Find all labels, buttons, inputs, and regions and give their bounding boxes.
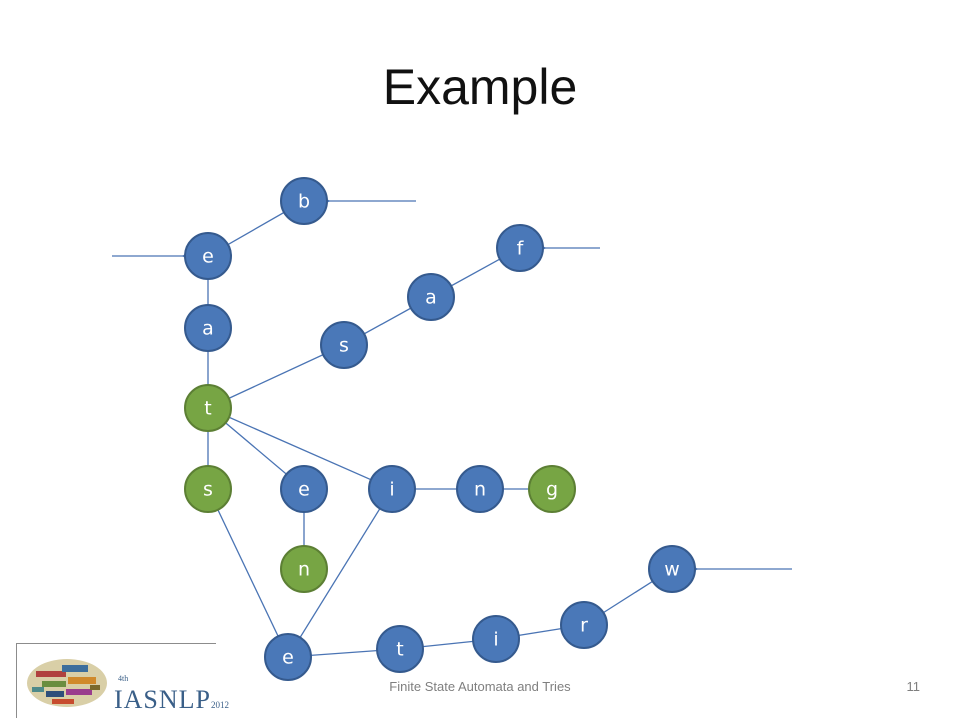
node-label-n1: n	[474, 479, 486, 501]
node-label-w: w	[664, 559, 680, 581]
node-label-e3: e	[282, 647, 294, 669]
logo-year: 2012	[211, 700, 230, 710]
node-f: f	[496, 224, 544, 272]
node-circle-i1	[368, 465, 416, 513]
node-e3: e	[264, 633, 312, 681]
node-circle-i2	[472, 615, 520, 663]
node-a1: a	[184, 304, 232, 352]
node-e1: e	[184, 232, 232, 280]
node-t1: t	[184, 384, 232, 432]
node-n2: n	[280, 545, 328, 593]
node-circle-g	[528, 465, 576, 513]
node-label-a1: a	[202, 318, 214, 340]
node-circle-n2	[280, 545, 328, 593]
node-label-r: r	[580, 615, 588, 637]
node-label-i1: i	[389, 479, 394, 501]
logo-border-left	[16, 643, 17, 718]
node-label-t1: t	[204, 398, 211, 420]
node-circle-s1	[184, 465, 232, 513]
node-label-n2: n	[298, 559, 310, 581]
node-label-e2: e	[298, 479, 310, 501]
node-circle-e3	[264, 633, 312, 681]
node-s1: s	[184, 465, 232, 513]
node-label-g: g	[546, 479, 558, 501]
node-a2: a	[407, 273, 455, 321]
page-number: 11	[906, 679, 921, 694]
node-layer: b e f a a s t s e i n g n w r i t e	[184, 177, 696, 681]
node-circle-w	[648, 545, 696, 593]
node-r: r	[560, 601, 608, 649]
logo-border-top	[16, 643, 216, 644]
node-label-a2: a	[425, 287, 437, 309]
node-g: g	[528, 465, 576, 513]
node-label-b: b	[298, 191, 310, 213]
edge-t1-s2	[207, 344, 345, 409]
node-s2: s	[320, 321, 368, 369]
start-arrow-layer	[112, 201, 792, 569]
footer-title: Finite State Automata and Tries	[389, 679, 571, 694]
node-label-f: f	[517, 238, 525, 260]
word-cloud-icon	[27, 659, 107, 707]
node-w: w	[648, 545, 696, 593]
node-circle-t1	[184, 384, 232, 432]
slide-title: Example	[382, 59, 578, 115]
edge-layer	[207, 200, 673, 658]
node-circle-n1	[456, 465, 504, 513]
logo-name: IASNLP	[114, 685, 212, 714]
logo-text: IASNLP2012	[114, 685, 229, 715]
node-circle-a1	[184, 304, 232, 352]
logo: 4th IASNLP2012	[16, 643, 229, 718]
node-label-e1: e	[202, 246, 214, 268]
node-b: b	[280, 177, 328, 225]
edge-t1-i1	[207, 407, 393, 490]
node-circle-s2	[320, 321, 368, 369]
node-t2: t	[376, 625, 424, 673]
node-i2: i	[472, 615, 520, 663]
node-circle-a2	[407, 273, 455, 321]
node-e2: e	[280, 465, 328, 513]
node-circle-b	[280, 177, 328, 225]
node-circle-e2	[280, 465, 328, 513]
logo-edition: 4th	[118, 674, 129, 683]
node-circle-e1	[184, 232, 232, 280]
node-circle-f	[496, 224, 544, 272]
edge-s1-e3	[207, 488, 289, 658]
node-label-s2: s	[339, 335, 349, 357]
node-label-t2: t	[396, 639, 403, 661]
edge-i1-e3	[287, 488, 393, 658]
node-label-s1: s	[203, 479, 213, 501]
node-circle-r	[560, 601, 608, 649]
node-circle-t2	[376, 625, 424, 673]
node-i1: i	[368, 465, 416, 513]
node-n1: n	[456, 465, 504, 513]
node-label-i2: i	[493, 629, 498, 651]
